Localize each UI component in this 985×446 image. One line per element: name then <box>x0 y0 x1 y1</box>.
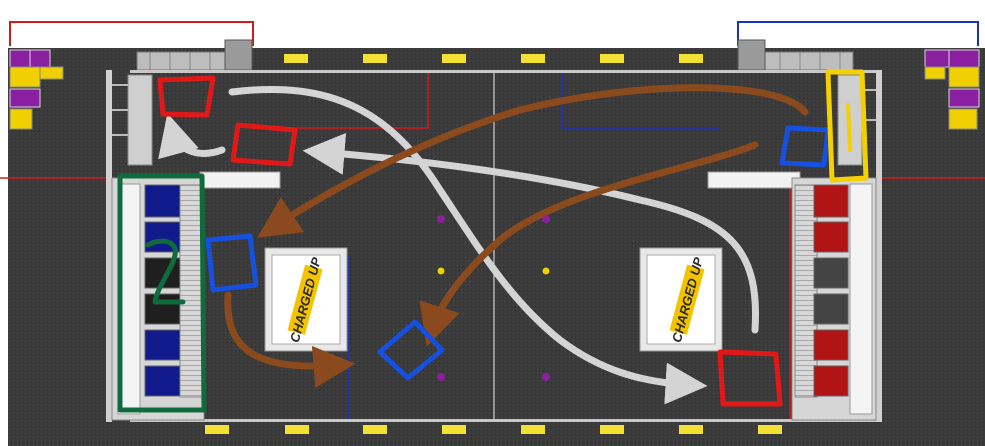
staged-game-pieces <box>436 215 551 381</box>
yellow-inner-mark <box>846 103 852 152</box>
left-community-barrier <box>199 171 281 189</box>
gray-path-arrows <box>158 86 760 405</box>
bottom-yellow-markers <box>205 425 782 434</box>
left-corner-hardware <box>112 74 153 166</box>
blue-charge-station: CHARGED UP <box>264 247 348 352</box>
red-robot-boxes <box>157 75 783 407</box>
green-grid-box <box>117 173 207 413</box>
blue-scoring-grid <box>111 177 205 421</box>
gray-arrow-small <box>158 113 226 160</box>
red-box-bottom-right <box>717 349 783 407</box>
brown-arrow-hook <box>224 291 356 388</box>
gray-arrow-cross-field <box>228 86 708 405</box>
brown-arrow-to-center <box>419 141 759 347</box>
right-field-wall <box>876 70 882 422</box>
blue-box-top-right <box>779 125 831 168</box>
left-game-piece-stack <box>9 49 64 130</box>
blue-box-center <box>377 319 445 381</box>
top-field-rail <box>130 70 882 73</box>
bottom-field-rail <box>130 419 882 422</box>
red-box-left-mid <box>230 122 298 167</box>
brown-arrow-long <box>257 84 809 238</box>
blue-box-left <box>205 233 259 293</box>
right-community-barrier <box>707 171 801 189</box>
right-game-piece-stack <box>924 49 980 130</box>
left-outer-carpet <box>8 48 106 446</box>
blue-alliance-wall-outline <box>737 21 979 46</box>
right-substation <box>737 39 854 71</box>
red-box-top-left <box>157 75 216 118</box>
top-yellow-markers <box>284 54 703 63</box>
blue-robot-boxes <box>205 125 831 381</box>
red-scoring-grid <box>791 177 877 421</box>
blue-zone-lines <box>347 73 720 419</box>
gray-arrow-return <box>302 133 760 334</box>
right-outer-carpet <box>884 48 985 446</box>
left-field-wall <box>106 70 112 422</box>
red-alliance-wall-outline <box>9 21 254 46</box>
green-number-2 <box>145 238 186 305</box>
yellow-box <box>825 69 869 183</box>
brown-path-arrows <box>224 84 809 388</box>
red-charge-station: CHARGED UP <box>639 247 723 352</box>
left-substation <box>136 39 253 71</box>
red-zone-lines <box>0 73 985 419</box>
